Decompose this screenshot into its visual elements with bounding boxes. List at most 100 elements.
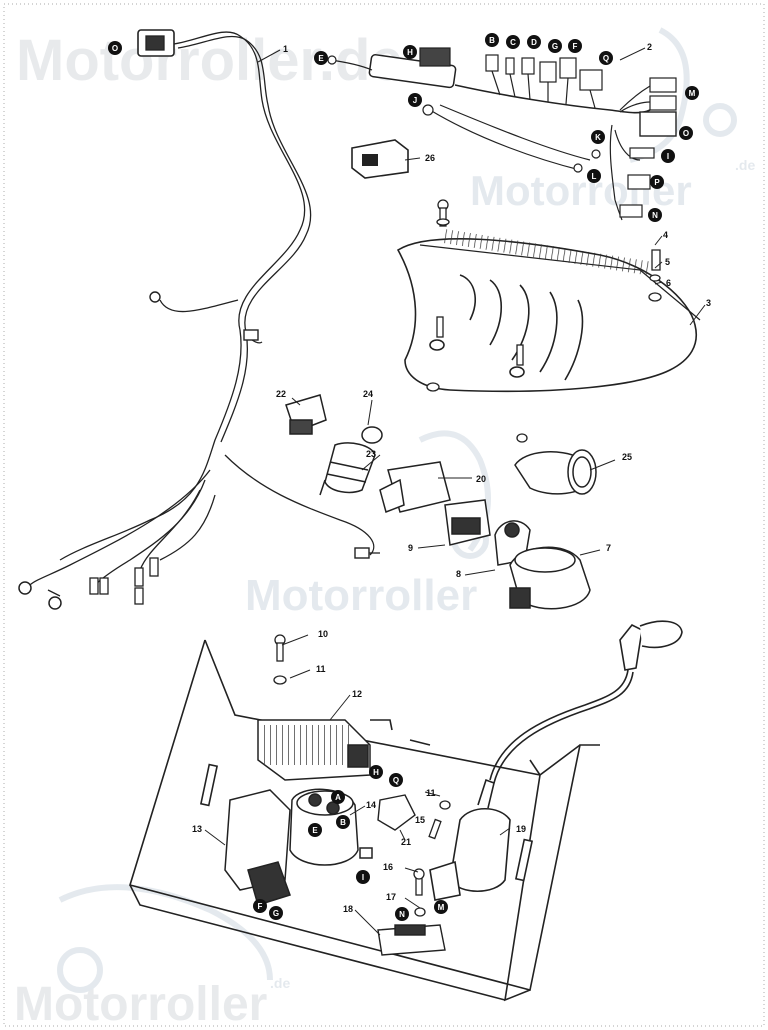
part-number-1: 1 — [283, 44, 288, 54]
part-18 — [377, 924, 446, 956]
connector-marker-O1: O — [108, 41, 122, 55]
part-number-23: 23 — [366, 449, 376, 459]
switch-parts — [285, 394, 597, 610]
connector-marker-B2: B — [336, 815, 350, 829]
part-number-6: 6 — [666, 278, 671, 288]
fasteners — [273, 199, 662, 917]
connector-letter-N1: N — [652, 211, 658, 220]
leader-lines — [204, 47, 706, 936]
watermark-mid-right-suffix: .de — [735, 157, 755, 173]
part-number-11a: 11 — [316, 664, 326, 674]
part-26-relay — [351, 139, 409, 179]
part-number-12: 12 — [352, 689, 362, 699]
connector-marker-E1: E — [314, 51, 328, 65]
part-number-7: 7 — [606, 543, 611, 553]
part-number-4: 4 — [663, 230, 668, 240]
connector-marker-P1: P — [650, 175, 664, 189]
part-number-10: 10 — [318, 629, 328, 639]
lower-tray — [128, 639, 600, 1002]
connector-marker-O2: O — [679, 126, 693, 140]
connector-marker-I2: I — [356, 870, 370, 884]
connector-letter-N2: N — [399, 910, 405, 919]
connector-marker-I1: I — [661, 149, 675, 163]
part-number-20: 20 — [476, 474, 486, 484]
part-number-19: 19 — [516, 824, 526, 834]
connector-marker-Q1: Q — [599, 51, 613, 65]
connector-marker-H1: H — [403, 45, 417, 59]
connector-marker-Q2: Q — [389, 773, 403, 787]
connector-letter-O1: O — [112, 44, 118, 53]
sub-harness — [327, 47, 677, 221]
part-number-26: 26 — [425, 153, 435, 163]
connector-marker-E2: E — [308, 823, 322, 837]
connector-letter-K1: K — [595, 133, 601, 142]
connector-marker-A2: A — [331, 790, 345, 804]
connector-letter-M1: M — [689, 89, 696, 98]
part-number-18: 18 — [343, 904, 353, 914]
connector-letter-H2: H — [373, 768, 379, 777]
part-number-14: 14 — [366, 800, 376, 810]
part-number-21: 21 — [401, 837, 411, 847]
connector-marker-F2: F — [253, 899, 267, 913]
connector-marker-M2: M — [434, 900, 448, 914]
connector-letter-I1: I — [667, 152, 669, 161]
connector-marker-G2: G — [269, 906, 283, 920]
watermark-center: Motorroller — [245, 571, 477, 620]
connector-letter-Q2: Q — [393, 776, 399, 785]
part-number-5: 5 — [665, 257, 670, 267]
part-number-13: 13 — [192, 824, 202, 834]
connector-letter-E1: E — [318, 54, 324, 63]
connector-letter-G2: G — [273, 909, 279, 918]
connector-marker-F1: F — [568, 39, 582, 53]
connector-marker-C1: C — [506, 35, 520, 49]
connector-letter-D1: D — [531, 38, 537, 47]
watermark-top: Motorroller.de — [16, 28, 403, 93]
connector-letter-labels: O E H B C D G F Q J M O K I L P N H Q A B E I M N F G — [108, 33, 699, 921]
connector-marker-N1: N — [648, 208, 662, 222]
connector-marker-N2: N — [395, 907, 409, 921]
connector-letter-B2: B — [340, 818, 346, 827]
connector-letter-E2: E — [312, 826, 318, 835]
connector-marker-J1: J — [408, 93, 422, 107]
watermarks: Motorroller.de Motorroller .de Motorroll… — [14, 27, 755, 1030]
frame-border — [3, 3, 765, 1027]
wiring-harness — [18, 29, 380, 610]
connector-letter-C1: C — [510, 38, 516, 47]
part-number-17: 17 — [386, 892, 396, 902]
connector-marker-L1: L — [587, 169, 601, 183]
part-19-ignition-coil — [429, 620, 683, 901]
connector-letter-G1: G — [552, 42, 558, 51]
connector-letter-O2: O — [683, 129, 689, 138]
connector-letter-P1: P — [654, 178, 660, 187]
part-14-starter-relay — [289, 788, 373, 866]
part-number-9: 9 — [408, 543, 413, 553]
connector-letter-J1: J — [413, 96, 417, 105]
connector-letter-B1: B — [489, 36, 495, 45]
part-13-cdi — [224, 789, 291, 906]
part-number-15: 15 — [415, 815, 425, 825]
connector-marker-D1: D — [527, 35, 541, 49]
part-12-regulator — [257, 719, 371, 781]
part-21 — [377, 794, 416, 831]
part-3-cover — [396, 228, 701, 393]
connector-marker-B1: B — [485, 33, 499, 47]
part-number-25: 25 — [622, 452, 632, 462]
connector-marker-H2: H — [369, 765, 383, 779]
part-number-11b: 11 — [426, 788, 436, 798]
watermark-bottom: Motorroller — [14, 978, 267, 1030]
connector-letter-M2: M — [438, 903, 445, 912]
connector-letter-L1: L — [592, 172, 597, 181]
connector-letter-F2: F — [258, 902, 263, 911]
watermark-mid-right: Motorroller — [470, 167, 692, 214]
part-number-3: 3 — [706, 298, 711, 308]
part-number-16: 16 — [383, 862, 393, 872]
connector-letter-H1: H — [407, 48, 413, 57]
part-number-2: 2 — [647, 42, 652, 52]
part-number-8: 8 — [456, 569, 461, 579]
connector-marker-M1: M — [685, 86, 699, 100]
connector-letter-I2: I — [362, 873, 364, 882]
connector-marker-G1: G — [548, 39, 562, 53]
connector-letter-F1: F — [573, 42, 578, 51]
